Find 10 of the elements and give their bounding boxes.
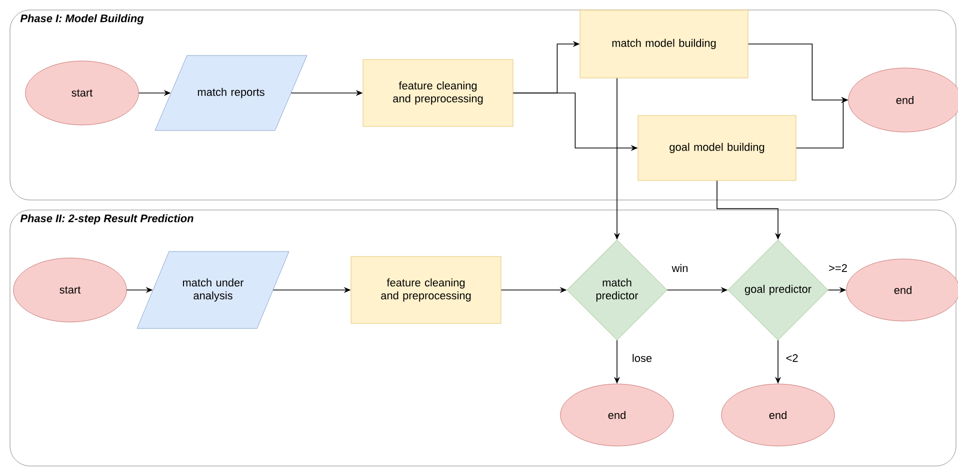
process-box: match model building [580,10,748,78]
process-box: feature cleaning and preprocessing [362,59,514,127]
edge-label: <2 [784,353,800,363]
input-parallelogram: match reports [154,55,308,131]
edge-label: win [670,263,690,273]
process-box: goal model building [638,115,796,181]
input-parallelogram: match under analysis [136,251,290,329]
edge-label: >=2 [828,263,848,273]
process-box: feature cleaning and preprocessing [350,256,502,324]
edge-label: lose [630,352,654,364]
